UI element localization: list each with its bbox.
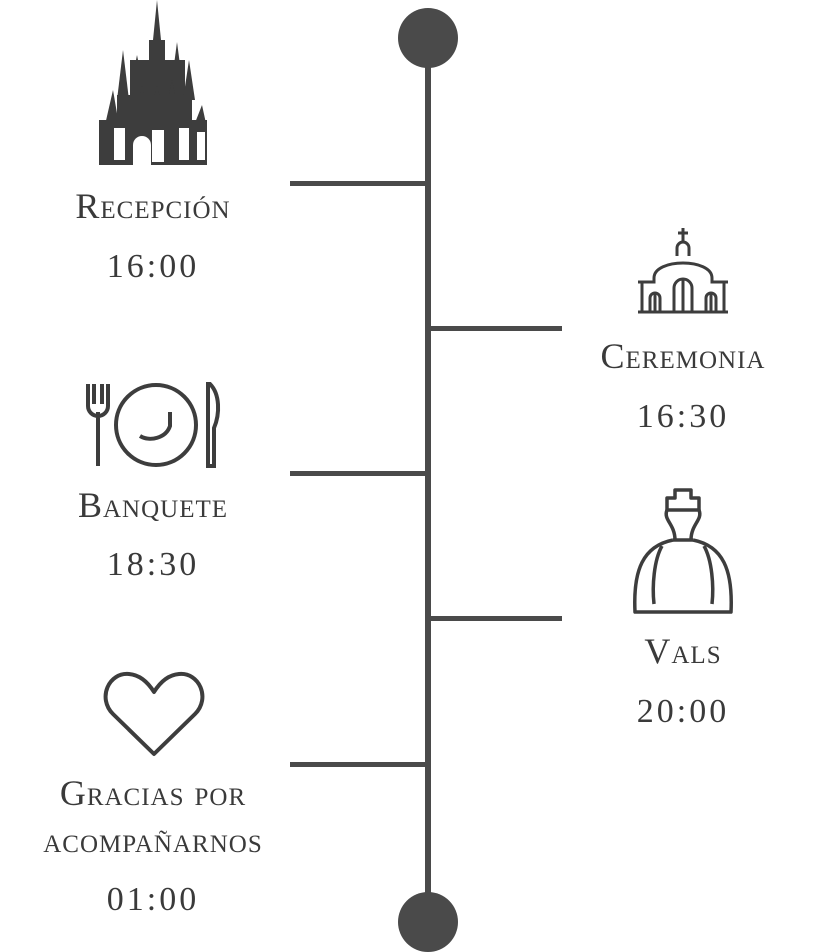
event-time: 20:00 xyxy=(636,693,730,730)
branch-vals xyxy=(428,616,562,621)
castle-icon xyxy=(99,0,207,165)
event-time: 01:00 xyxy=(106,881,200,918)
event-time: 16:30 xyxy=(636,398,730,435)
branch-ceremonia xyxy=(428,326,562,331)
timeline-axis xyxy=(425,38,431,922)
event-label: Vals xyxy=(644,631,722,671)
event-label: Banquete xyxy=(77,485,229,525)
timeline-end-dot xyxy=(398,892,458,952)
branch-gracias xyxy=(290,762,428,767)
dinner-plate-icon xyxy=(86,382,221,468)
event-time: 18:30 xyxy=(106,546,200,583)
event-label: Gracias por acompañarnos xyxy=(43,773,263,860)
timeline-start-dot xyxy=(398,8,458,68)
church-icon xyxy=(638,228,728,314)
branch-recepcion xyxy=(290,181,428,186)
heart-icon xyxy=(103,671,205,756)
event-label: Recepción xyxy=(75,186,231,226)
branch-banquete xyxy=(290,471,428,476)
event-label: Ceremonia xyxy=(600,336,766,376)
event-time: 16:00 xyxy=(106,248,200,285)
wedding-dress-icon xyxy=(633,488,733,614)
